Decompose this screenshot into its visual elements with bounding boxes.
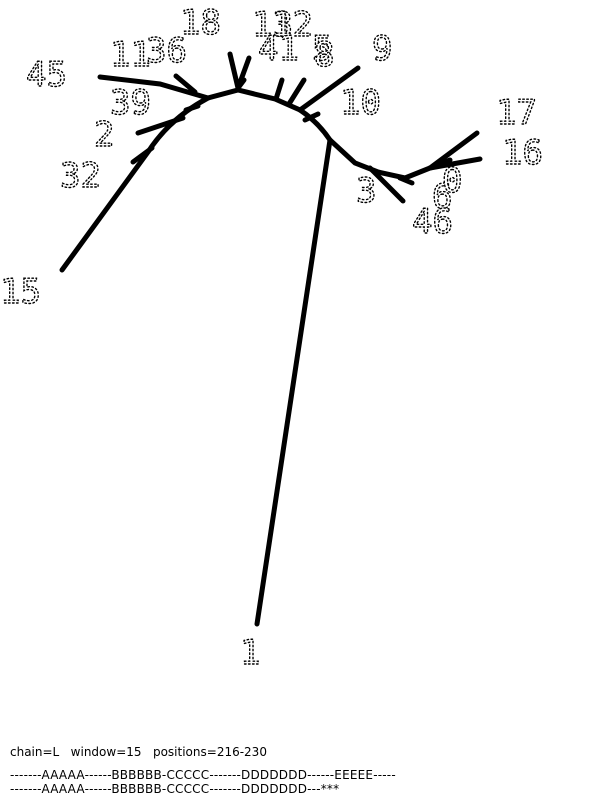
tree-branch bbox=[273, 77, 285, 102]
leaf-label: 46 bbox=[412, 202, 453, 242]
tree-branch bbox=[183, 103, 201, 113]
leaf-label: 16 bbox=[502, 133, 543, 173]
leaf-label: 13 bbox=[252, 5, 293, 45]
run-info-line: chain=L window=15 positions=216-230 bbox=[10, 745, 267, 759]
leaf-label: 18 bbox=[180, 3, 221, 43]
tree-branch bbox=[130, 145, 155, 165]
tree-branch bbox=[97, 74, 211, 101]
leaf-label: 2 bbox=[94, 115, 114, 155]
tree-branch bbox=[135, 115, 186, 136]
tree-branch bbox=[297, 65, 361, 113]
tree-branch bbox=[254, 137, 333, 627]
leaf-label: 32 bbox=[60, 156, 101, 196]
leaf-label: 3 bbox=[356, 171, 376, 211]
tree-branch bbox=[173, 73, 198, 95]
leaf-label: 9 bbox=[372, 29, 392, 69]
sequence-line: -------AAAAA------BBBBBB-CCCCC-------DDD… bbox=[10, 768, 396, 782]
unrooted-tree-diagram: 1 15 45 11 36 39 2 32 18 13 12 41 5 8 9 … bbox=[0, 2, 544, 673]
tree-branch bbox=[286, 77, 307, 107]
tree-branch bbox=[427, 130, 480, 171]
tree-branch bbox=[397, 175, 415, 186]
leaf-label: 36 bbox=[146, 31, 187, 71]
sequence-line: -------AAAAA------BBBBBB-CCCCC-------DDD… bbox=[10, 782, 340, 796]
leaf-label: 11 bbox=[110, 35, 151, 75]
tree-branch bbox=[367, 165, 406, 204]
tree-branch bbox=[235, 77, 247, 91]
leaf-label: 12 bbox=[272, 5, 313, 45]
leaf-label: 6 bbox=[432, 177, 452, 217]
leaf-label: 41 bbox=[258, 29, 299, 69]
leaf-label: 15 bbox=[0, 272, 41, 312]
tree-branch bbox=[302, 111, 321, 123]
leaf-label: 5 bbox=[312, 29, 332, 69]
run-info-footer: chain=L window=15 positions=216-230 ----… bbox=[10, 744, 595, 796]
tree-leaf-labels: 1 15 45 11 36 39 2 32 18 13 12 41 5 8 9 … bbox=[0, 2, 544, 673]
leaf-label: 17 bbox=[496, 93, 537, 133]
tree-branches bbox=[59, 51, 483, 627]
leaf-label: 1 bbox=[240, 633, 260, 673]
leaf-label: 45 bbox=[26, 55, 67, 95]
leaf-label: 0 bbox=[442, 161, 462, 201]
tree-branch bbox=[227, 51, 241, 91]
tree-branch bbox=[427, 156, 483, 171]
leaf-label: 10 bbox=[340, 83, 381, 123]
leaf-label: 8 bbox=[314, 35, 334, 75]
leaf-label: 39 bbox=[110, 83, 151, 123]
